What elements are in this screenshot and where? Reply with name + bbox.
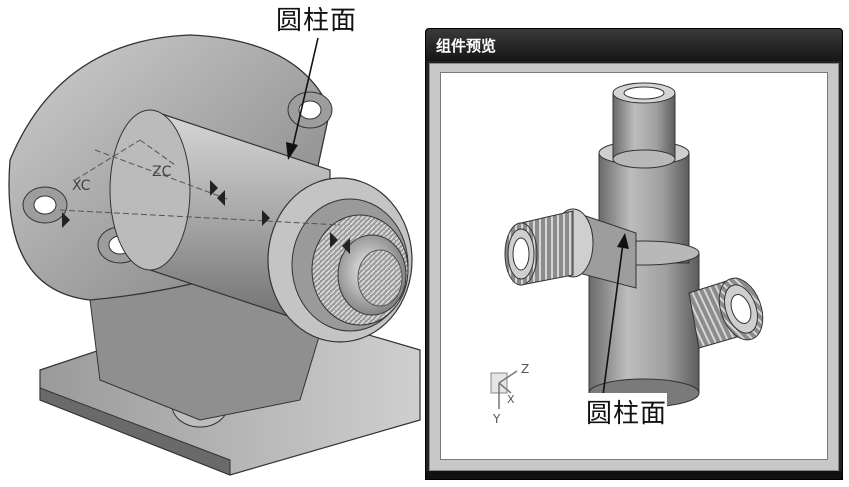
cylinder-face-label-preview: 圆柱面 bbox=[586, 393, 668, 430]
preview-title: 组件预览 bbox=[436, 37, 497, 55]
tee-fitting-model: Z X Y bbox=[490, 82, 764, 426]
preview-bottom-bar bbox=[426, 471, 842, 479]
preview-title-bar[interactable]: 组件预览 bbox=[426, 29, 842, 61]
preview-frame: Z X Y 圆柱面 bbox=[429, 63, 839, 471]
triad-y-label: Y bbox=[492, 412, 501, 426]
cylinder-face-label: 圆柱面 bbox=[276, 6, 358, 36]
triad-z-label: Z bbox=[521, 362, 529, 376]
view-triad-icon: Z X Y bbox=[490, 362, 529, 426]
zc-axis-label: ZC bbox=[152, 164, 172, 180]
xc-axis-label: XC bbox=[72, 178, 91, 194]
component-preview-window[interactable]: 组件预览 bbox=[425, 28, 843, 480]
main-model-viewport[interactable]: XC ZC 圆柱面 bbox=[0, 0, 430, 483]
triad-x-label: X bbox=[507, 393, 515, 406]
preview-canvas[interactable]: Z X Y 圆柱面 bbox=[440, 72, 828, 460]
bearing-housing-model: XC ZC bbox=[8, 34, 421, 476]
